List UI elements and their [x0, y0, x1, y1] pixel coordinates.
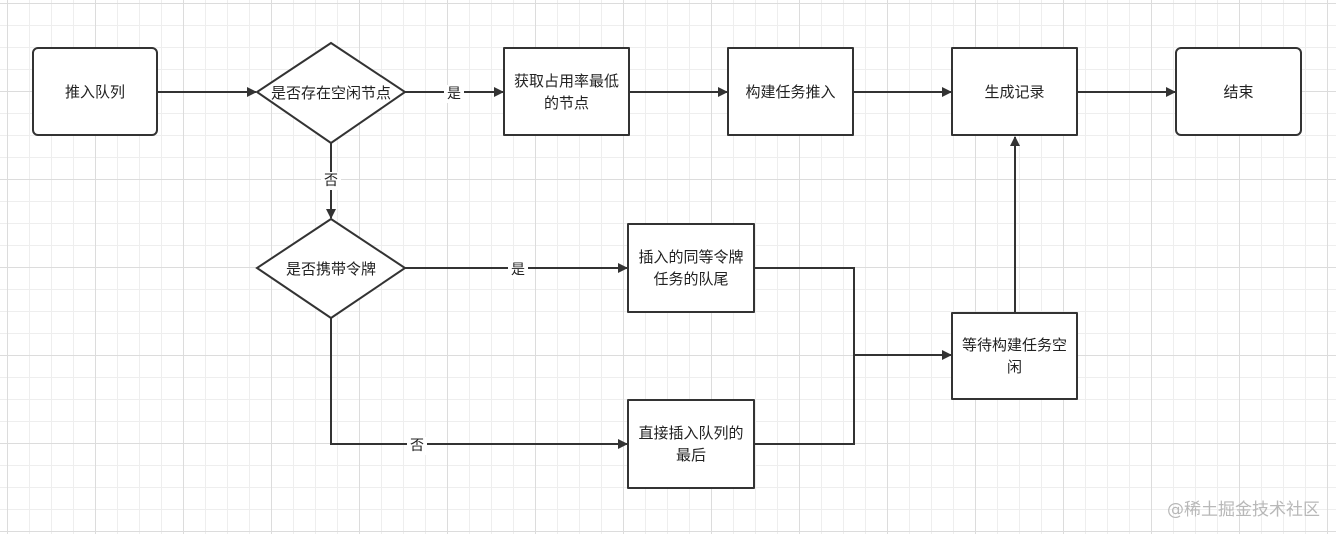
node-end[interactable]: 结束	[1175, 47, 1302, 136]
node-gen-record[interactable]: 生成记录	[951, 47, 1078, 136]
node-gen-record-label: 生成记录	[984, 82, 1045, 101]
decision-has-idle-label: 是否存在空闲节点	[270, 84, 391, 102]
node-build-push-label: 构建任务推入	[745, 82, 836, 101]
edge-label-token-yes: 是	[508, 261, 528, 279]
node-wait-idle-label: 等待构建任务空闲	[961, 336, 1067, 376]
edge-has-token-to-insert-tail	[330, 318, 628, 449]
decision-has-idle[interactable]: 是否存在空闲节点	[266, 70, 396, 116]
node-insert-tail-label: 直接插入队列的最后	[638, 424, 744, 464]
node-build-push[interactable]: 构建任务推入	[727, 47, 854, 136]
node-enqueue-label: 推入队列	[64, 82, 125, 101]
edge-label-token-no: 否	[407, 437, 427, 455]
node-end-label: 结束	[1223, 82, 1254, 101]
node-insert-same-token-label: 插入的同等令牌任务的队尾	[638, 248, 744, 288]
edge-label-idle-yes: 是	[444, 85, 464, 103]
node-enqueue[interactable]: 推入队列	[32, 47, 158, 136]
node-insert-same-token[interactable]: 插入的同等令牌任务的队尾	[627, 223, 755, 313]
node-lowest-usage[interactable]: 获取占用率最低的节点	[503, 47, 630, 136]
edge-label-idle-no: 否	[321, 172, 341, 190]
node-wait-idle[interactable]: 等待构建任务空闲	[951, 312, 1078, 400]
edge-same-token-to-merge	[755, 267, 855, 445]
watermark: @稀土掘金技术社区	[1167, 500, 1320, 520]
decision-has-token[interactable]: 是否携带令牌	[266, 257, 396, 281]
node-lowest-usage-label: 获取占用率最低的节点	[513, 71, 619, 112]
node-insert-tail[interactable]: 直接插入队列的最后	[627, 399, 755, 489]
decision-has-token-label: 是否携带令牌	[285, 260, 376, 278]
